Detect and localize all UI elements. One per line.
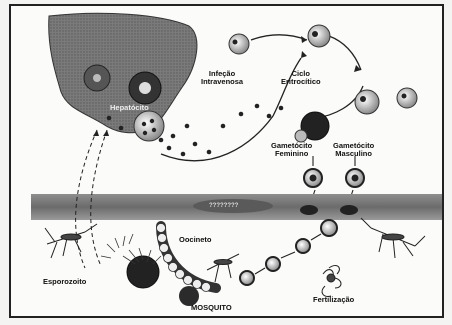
label-hepatocito: Hepatócito — [110, 104, 149, 112]
mosquito-right — [361, 218, 425, 258]
liver-shape — [49, 13, 197, 133]
label-oocineto: Oocineto — [179, 236, 212, 244]
label-gametocito-masculino: Gametócito Masculino — [333, 142, 374, 158]
label-infeccao: Infeção Intravenosa — [201, 70, 243, 86]
label-mosquito-text: MOSQUITO — [191, 303, 232, 312]
malaria-life-cycle-diagram — [11, 6, 442, 316]
exflagellation — [322, 266, 341, 297]
oocyst — [127, 256, 159, 288]
sporozoite-spray — [101, 234, 133, 258]
label-esporozoito: Esporozoito — [43, 278, 86, 286]
label-mosquito: MOSQUITO — [191, 304, 232, 312]
fertilization-chain — [240, 220, 337, 285]
mosquito-left — [45, 224, 97, 258]
label-fertilizacao-text: Fertilização — [313, 295, 354, 304]
label-infeccao-line2: Intravenosa — [201, 78, 243, 86]
label-ciclo: Ciclo Eritrocítico — [281, 70, 321, 86]
label-ciclo-line2: Eritrocítico — [281, 78, 321, 86]
erythrocytes — [229, 25, 417, 142]
label-hepatocito-text: Hepatócito — [110, 103, 149, 112]
diagram-frame: Hepatócito Infeção Intravenosa Ciclo Eri… — [9, 4, 444, 318]
label-esporozoito-text: Esporozoito — [43, 277, 86, 286]
label-fertilizacao: Fertilização — [313, 296, 354, 304]
label-oocineto-text: Oocineto — [179, 235, 212, 244]
label-gam-fem-line2: Feminino — [271, 150, 312, 158]
label-gam-masc-line2: Masculino — [333, 150, 374, 158]
label-gametocito-feminino: Gametócito Feminino — [271, 142, 312, 158]
hepatocyte-schizont — [134, 111, 164, 141]
label-tissue: ???????? — [209, 202, 238, 210]
label-tissue-text: ???????? — [209, 203, 238, 209]
mosquito-bottom — [207, 254, 239, 282]
